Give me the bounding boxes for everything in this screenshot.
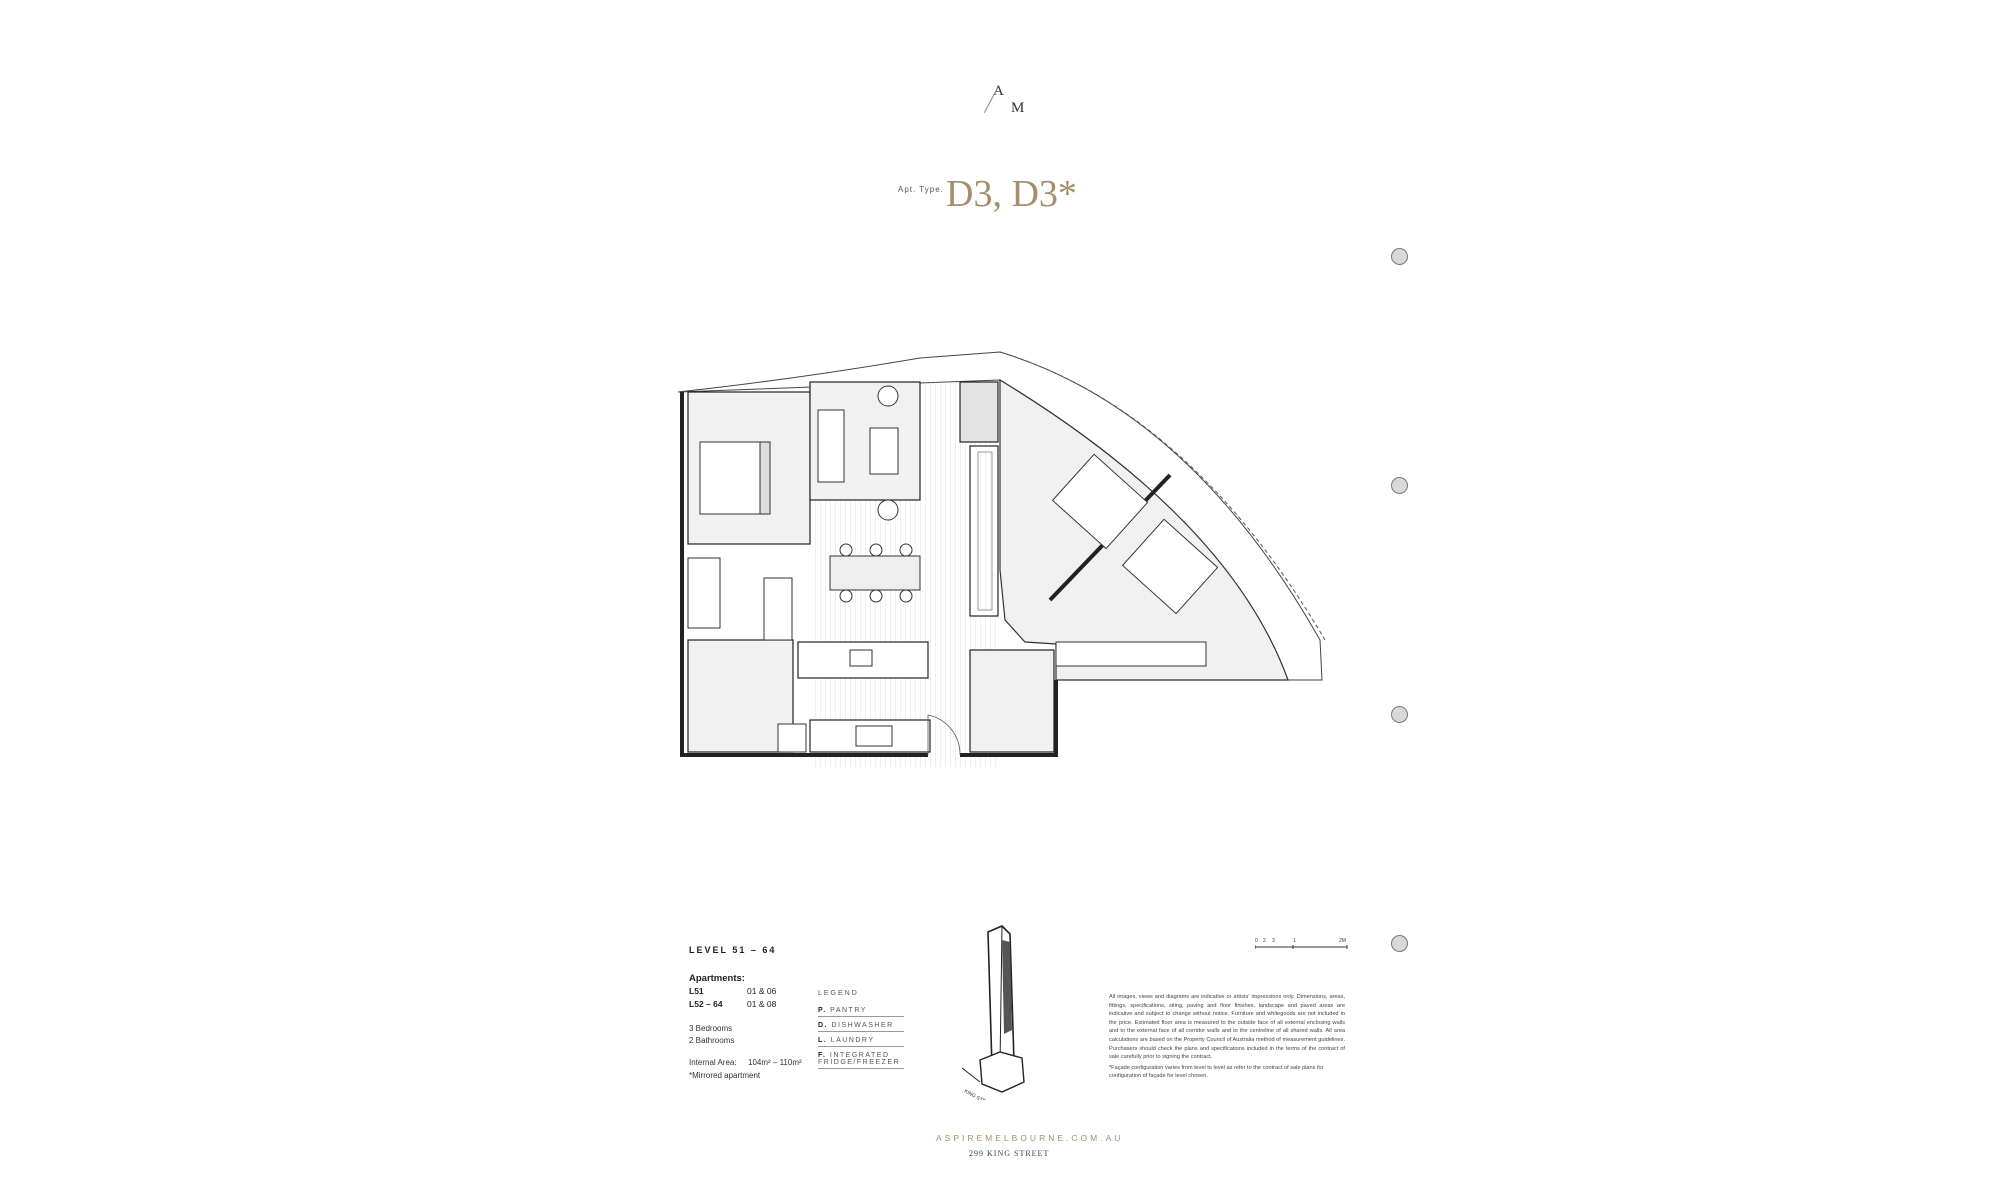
mirrored-note: *Mirrored apartment <box>689 1071 761 1080</box>
legend-item: L. LAUNDRY <box>818 1037 904 1047</box>
page-dot-1[interactable] <box>1391 248 1408 265</box>
apartment-row-level: L51 <box>689 986 704 996</box>
internal-area-label: Internal Area: <box>689 1058 737 1067</box>
bedrooms-count: 3 Bedrooms <box>689 1024 733 1033</box>
scale-tick: 0 <box>1255 938 1258 944</box>
bathrooms-count: 2 Bathrooms <box>689 1036 735 1045</box>
legend-key: P. <box>818 1007 827 1014</box>
scale-tick: 3 <box>1272 938 1275 944</box>
page-dot-4[interactable] <box>1391 935 1408 952</box>
legend-item: F. INTEGRATED FRIDGE/FREEZER <box>818 1052 904 1069</box>
tower-diagram: KING STREET <box>961 925 1025 1100</box>
website-link[interactable]: ASPIREMELBOURNE.COM.AU <box>936 1133 1124 1143</box>
facade-note: *Façade configuration varies from level … <box>1109 1065 1324 1079</box>
apartment-row-level: L52 – 64 <box>689 999 723 1009</box>
page-dot-3[interactable] <box>1391 706 1408 723</box>
apt-type-title: D3, D3* <box>946 173 1077 215</box>
legend-item: P. PANTRY <box>818 1007 904 1017</box>
logo-letter-a: A <box>993 83 1004 99</box>
legend-item: D. DISHWASHER <box>818 1022 904 1032</box>
floor-plan <box>677 351 1326 767</box>
legend-key: L. <box>818 1037 828 1044</box>
logo-letter-m: M <box>1011 100 1025 116</box>
page-dot-2[interactable] <box>1391 477 1408 494</box>
scale-tick: 2M <box>1339 938 1346 944</box>
scale-tick: 1 <box>1293 938 1296 944</box>
scale-bar: 0 2 3 1 2M <box>1255 938 1348 949</box>
legend-key: D. <box>818 1022 828 1029</box>
level-heading: LEVEL 51 – 64 <box>689 945 777 955</box>
tower-street-label: KING STREET <box>963 1088 995 1100</box>
scale-tick: 2 <box>1263 938 1266 944</box>
apartment-row-units: 01 & 06 <box>747 986 777 996</box>
disclaimer-text: All images, views and diagrams are indic… <box>1109 994 1345 1061</box>
apartment-row-units: 01 & 08 <box>747 999 777 1009</box>
street-address: 299 KING STREET <box>969 1149 1050 1158</box>
internal-area-value: 104m² – 110m² <box>748 1058 802 1067</box>
legend-key: F. <box>818 1052 827 1059</box>
legend-label: PANTRY <box>830 1007 867 1014</box>
apt-type-label: Apt. Type. <box>898 185 944 194</box>
legend-label: DISHWASHER <box>831 1022 894 1029</box>
legend-label: INTEGRATED FRIDGE/FREEZER <box>818 1052 901 1066</box>
legend-title: LEGEND <box>818 990 859 997</box>
apartments-heading: Apartments: <box>689 973 745 984</box>
legend-label: LAUNDRY <box>830 1037 875 1044</box>
